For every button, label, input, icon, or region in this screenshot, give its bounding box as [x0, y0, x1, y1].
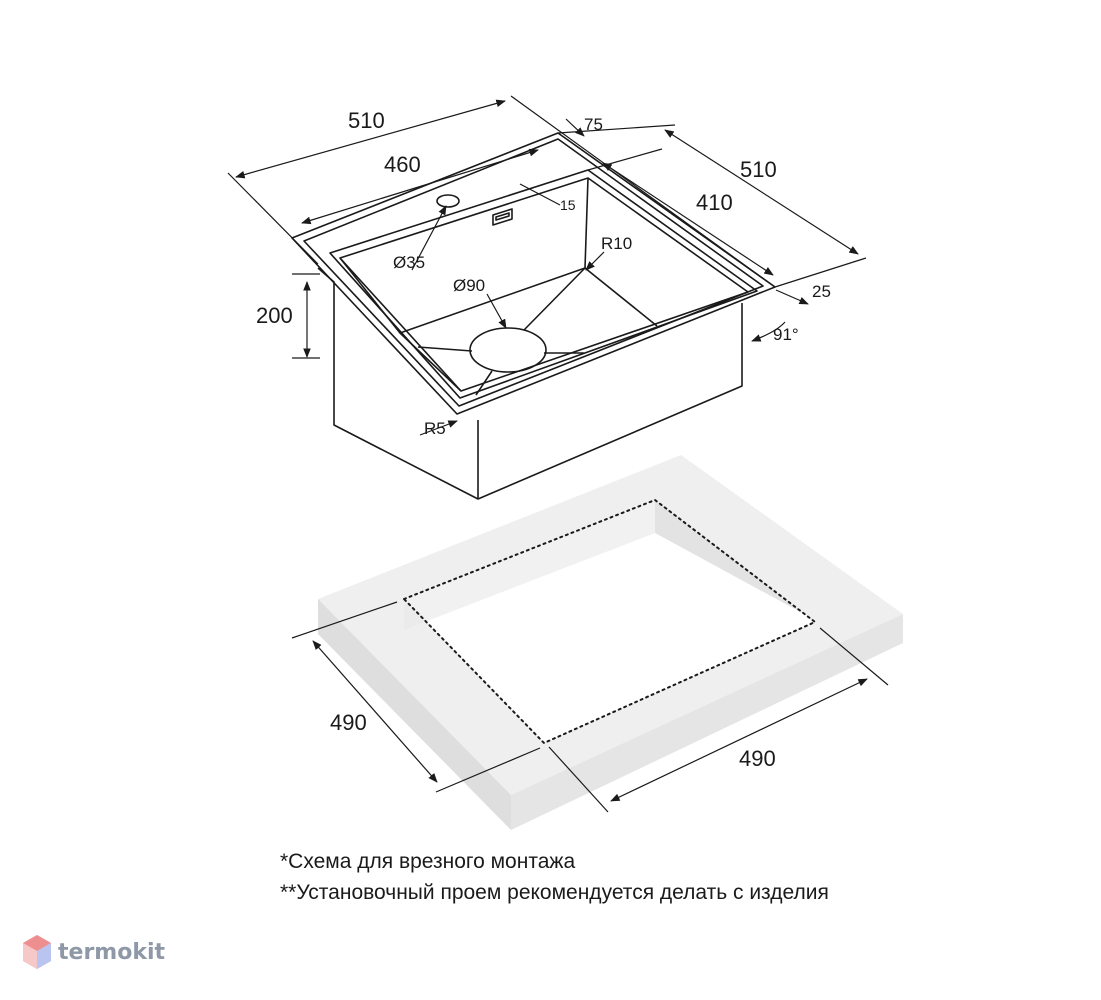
- dim-height: 200: [256, 303, 293, 328]
- dim-corner-radius-outer: R5: [424, 419, 446, 438]
- dim-cutout-width: 490: [739, 746, 776, 771]
- sink-body: [291, 132, 776, 500]
- countertop: [318, 455, 903, 830]
- dim-wall-angle: 91°: [773, 325, 799, 344]
- brand-watermark: termokit: [22, 934, 165, 970]
- dim-overall-depth: 510: [740, 157, 777, 182]
- dim-overall-width: 510: [348, 108, 385, 133]
- dim-inner-width: 460: [384, 152, 421, 177]
- dim-inner-depth: 410: [696, 190, 733, 215]
- dim-rim-to-bowl: 15: [560, 197, 576, 213]
- dim-tap-hole: Ø35: [393, 253, 425, 272]
- hexagon-logo-icon: [23, 935, 51, 969]
- dim-drain: Ø90: [453, 276, 485, 295]
- dim-rim-offset: 75: [584, 115, 603, 134]
- dim-rim-width: 25: [812, 282, 831, 301]
- note-cutout-recommendation: **Установочный проем рекомендуется делат…: [280, 881, 829, 904]
- dim-corner-radius-inner: R10: [601, 234, 632, 253]
- brand-name: termokit: [58, 939, 166, 965]
- cutout-dimension-lines: [291, 601, 889, 813]
- cutout-outline: [402, 498, 817, 745]
- note-installation-type: *Схема для врезного монтажа: [280, 850, 576, 873]
- sink-dimension-lines: [227, 95, 867, 436]
- dim-cutout-depth: 490: [330, 710, 367, 735]
